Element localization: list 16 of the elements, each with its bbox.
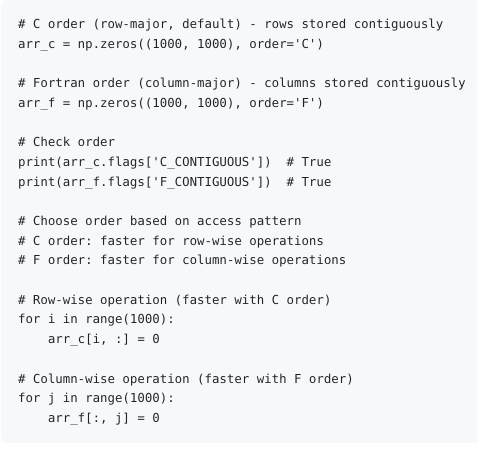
code-line: for j in range(1000): [18, 389, 176, 408]
code-line: # C order (row-major, default) - rows stored contiguously [18, 15, 444, 33]
code-line: # F order: faster for column-wise operations [18, 251, 348, 270]
code-line: arr_c = np.zeros((1000, 1000), order='C') [18, 34, 325, 53]
code-line: arr_c[i, :] = 0 [46, 330, 161, 348]
code-line: # Check order [18, 133, 116, 152]
code-line: print(arr_f.flags['F_CONTIGUOUS']) # True [18, 172, 332, 191]
code-line: # Fortran order (column-major) - columns stored contiguously [18, 74, 467, 92]
code-line: arr_f[:, j] = 0 [46, 408, 161, 427]
code-line: # C order: faster for row-wise operations [18, 232, 325, 250]
code-line: # Row-wise operation (faster with C order) [18, 290, 332, 309]
code-line: # Column-wise operation (faster with F order) [18, 370, 355, 388]
code-line: for i in range(1000): [18, 310, 176, 328]
code-line: print(arr_c.flags['C_CONTIGUOUS']) # True [18, 152, 332, 171]
code-line: # Choose order based on access pattern [18, 212, 302, 230]
code-line: arr_f = np.zeros((1000, 1000), order='F') [18, 94, 325, 112]
